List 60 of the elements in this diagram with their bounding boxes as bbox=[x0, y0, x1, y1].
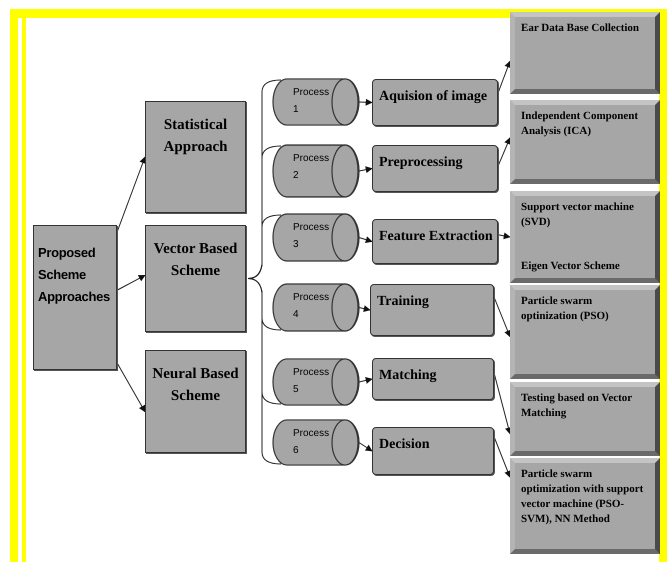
arrow bbox=[358, 442, 373, 452]
arrow bbox=[358, 236, 373, 243]
arrow bbox=[116, 156, 146, 233]
bevel-box bbox=[510, 285, 660, 379]
box-label: Matching bbox=[379, 367, 438, 385]
box-label: Vector Based Scheme bbox=[152, 240, 238, 281]
rounded-box bbox=[372, 79, 498, 126]
box-label: Aquision of image bbox=[379, 88, 488, 106]
rounded-box bbox=[372, 358, 494, 400]
arrow bbox=[358, 377, 373, 384]
cylinder bbox=[273, 419, 359, 466]
rounded-box bbox=[372, 427, 494, 475]
bevel-box bbox=[510, 191, 660, 283]
box-label: Independent Component Analysis (ICA) bbox=[521, 109, 640, 139]
box-label: Particle swarm optinization (PSO) bbox=[521, 294, 610, 324]
cylinder bbox=[273, 78, 359, 126]
arrow bbox=[116, 362, 146, 412]
cylinder bbox=[273, 283, 359, 332]
box-label: Neural Based Scheme bbox=[151, 365, 240, 406]
arrow bbox=[498, 60, 512, 94]
arrow bbox=[358, 166, 373, 174]
cylinder-label: Process 5 bbox=[293, 366, 327, 397]
arrow bbox=[498, 232, 511, 240]
bevel-box bbox=[510, 458, 660, 554]
cylinder-label: Process 1 bbox=[293, 86, 327, 117]
cylinder bbox=[273, 213, 359, 262]
arrow bbox=[498, 137, 511, 167]
cylinder-label: Process 3 bbox=[293, 221, 327, 252]
rounded-box bbox=[372, 145, 498, 192]
cylinder bbox=[273, 358, 359, 406]
process-box bbox=[33, 225, 117, 370]
arrow bbox=[358, 98, 373, 106]
process-box bbox=[145, 225, 246, 332]
box-label: Ear Data Base Collection bbox=[521, 21, 640, 36]
process-box bbox=[145, 101, 246, 213]
box-label: Testing based on Vector Matching bbox=[521, 391, 633, 421]
box-label: Training bbox=[377, 293, 430, 311]
bevel-box bbox=[510, 382, 660, 456]
rounded-box bbox=[370, 284, 494, 336]
box-label: Feature Extraction bbox=[379, 228, 491, 246]
box-label: Preprocessing bbox=[379, 154, 464, 172]
process-box bbox=[145, 350, 246, 453]
arrow bbox=[116, 274, 146, 291]
cylinder-label: Process 4 bbox=[293, 291, 327, 322]
box-label: Proposed Scheme Approaches bbox=[38, 244, 111, 306]
rounded-box bbox=[372, 219, 498, 264]
cylinder bbox=[273, 144, 359, 198]
bevel-box bbox=[510, 12, 660, 94]
box-label: Eigen Vector Scheme bbox=[521, 259, 621, 274]
cylinder-label: Process 2 bbox=[293, 152, 327, 183]
box-label: Particle swarm optimization with support vector machine (PSO-SVM), NN Method bbox=[521, 467, 644, 527]
brace-line bbox=[248, 278, 282, 464]
box-label: Decision bbox=[379, 436, 431, 454]
arrow bbox=[494, 436, 511, 478]
box-label: Statistical Approach bbox=[162, 116, 228, 157]
arrow bbox=[358, 305, 371, 312]
cylinder-label: Process 6 bbox=[293, 427, 327, 458]
box-label: Support vector machine (SVD) bbox=[521, 200, 635, 230]
arrow bbox=[494, 296, 511, 338]
bevel-box bbox=[510, 100, 660, 184]
